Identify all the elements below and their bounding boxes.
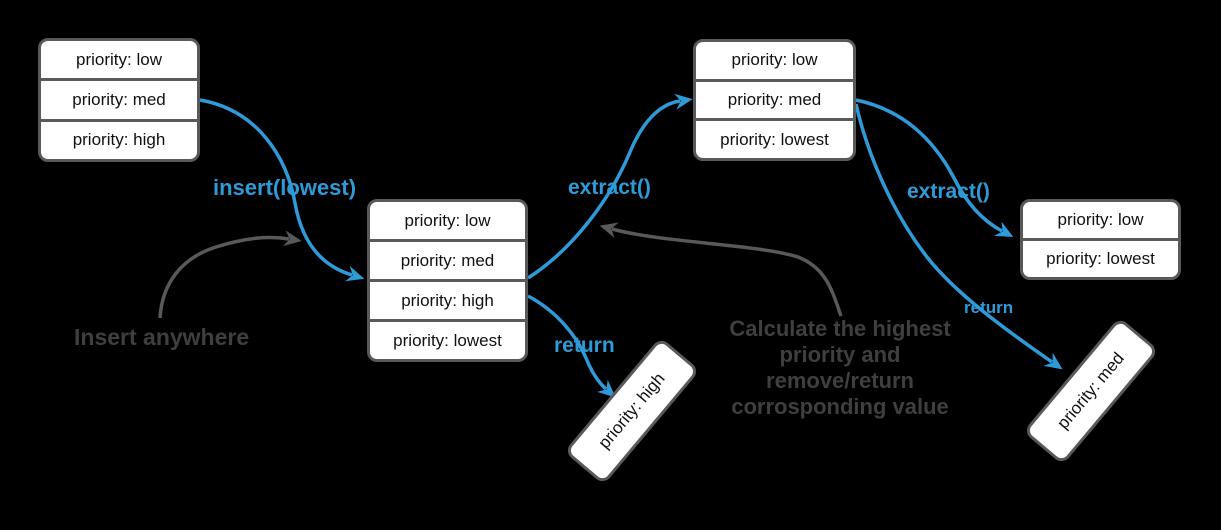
insert-anywhere-note: Insert anywhere	[74, 324, 250, 350]
queue-row: priority: high	[41, 118, 197, 159]
insert-arrow	[199, 98, 365, 282]
queue-row: priority: med	[41, 78, 197, 118]
queue-box-after-insert: priority: low priority: med priority: hi…	[367, 199, 528, 362]
return-arrow-2	[854, 103, 1063, 370]
queue-row: priority: low	[1057, 210, 1144, 229]
extract-arrow-2	[855, 98, 1014, 237]
queue-row: priority: low	[404, 210, 491, 230]
calculate-note: Calculate the highest priority and remov…	[729, 316, 951, 419]
queue-row: priority: low	[731, 50, 818, 70]
queue-row: priority: lowest	[1023, 238, 1178, 277]
return-label-2: return	[964, 298, 1014, 317]
queue-box-initial: priority: low priority: med priority: hi…	[38, 38, 200, 162]
extract-arrow-1	[527, 93, 693, 280]
queue-row: priority: med	[696, 78, 853, 119]
extract-label-2: extract()	[907, 180, 990, 203]
return-arrow-1	[527, 294, 616, 398]
queue-box-after-extract-2: priority: low priority: lowest	[1020, 199, 1181, 280]
insert-anywhere-arrow	[158, 230, 302, 319]
queue-row: priority: lowest	[696, 118, 853, 158]
queue-row: priority: low	[76, 49, 162, 69]
extract-label-1: extract()	[568, 176, 651, 199]
queue-row: priority: high	[370, 279, 525, 319]
insert-lowest-label: insert(lowest)	[213, 175, 357, 200]
queue-box-after-extract-1: priority: low priority: med priority: lo…	[693, 39, 856, 161]
queue-row: priority: lowest	[370, 319, 525, 359]
queue-row: priority: med	[370, 239, 525, 279]
calculate-note-arrow	[599, 222, 843, 317]
return-label-1: return	[554, 334, 615, 357]
